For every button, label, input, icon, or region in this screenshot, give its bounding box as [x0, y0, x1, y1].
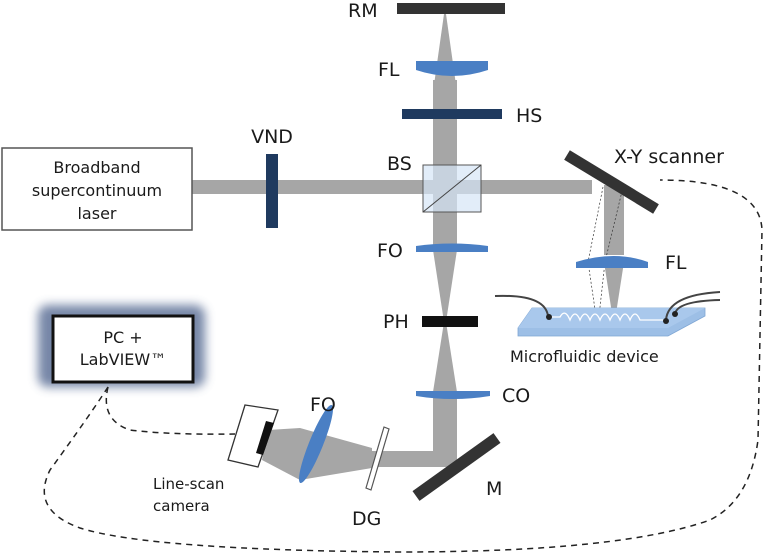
hs-label: HS	[516, 105, 542, 127]
cable-pc-camera	[105, 386, 236, 435]
beam-cone-rm	[433, 14, 457, 92]
laser-source: Broadband supercontinuum laser	[1, 147, 193, 231]
scan-line-left-lower	[587, 261, 597, 317]
pc-label-line1: PC +	[103, 328, 142, 347]
vnd-label: VND	[251, 126, 293, 148]
dg-label: DG	[352, 508, 381, 530]
line-scan-camera	[227, 404, 279, 468]
microfluidic-device	[494, 291, 721, 337]
bs-label: BS	[387, 153, 412, 175]
fl-right-label: FL	[665, 252, 687, 274]
cable-pc-scanner	[43, 179, 763, 553]
focusing-objective-bottom	[298, 404, 334, 484]
laser-label-line3: laser	[77, 204, 116, 223]
fl-top-label: FL	[378, 59, 400, 81]
focusing-lens-top	[416, 61, 488, 76]
laser-label-line1: Broadband	[53, 158, 140, 177]
beam-splitter	[422, 164, 482, 213]
laser-label-line2: supercontinuum	[32, 181, 162, 200]
m-label: M	[486, 478, 502, 500]
pc-labview: PC + LabVIEW™	[38, 305, 205, 387]
beam-vertical-co-m	[433, 392, 457, 460]
pc-box	[51, 314, 195, 384]
beam-cone-ph-co	[433, 322, 457, 392]
microfluidic-label: Microfluidic device	[510, 347, 659, 366]
scan-line-right-lower	[598, 261, 606, 317]
hs-filter	[402, 109, 502, 119]
focusing-objective-mid	[416, 243, 488, 252]
collimating-objective	[416, 391, 490, 399]
xy-scanner-label: X-Y scanner	[614, 146, 724, 168]
diffraction-grating	[365, 426, 390, 491]
laser-box	[1, 147, 193, 231]
rm-label: RM	[348, 0, 378, 22]
beam-horizontal-m-dg	[370, 451, 457, 467]
pinhole	[422, 316, 478, 327]
line-scan-label-1: Line-scan	[153, 475, 224, 493]
scan-line-left-upper	[587, 186, 604, 263]
beam-cone-fo-ph	[433, 250, 457, 322]
tubing-left	[494, 294, 549, 317]
scan-line-right-upper	[604, 186, 624, 263]
beam-horizontal-main	[192, 180, 592, 194]
vnd-filter	[266, 154, 278, 228]
microfluidic-channel	[550, 312, 664, 322]
pc-label-line2: LabVIEW™	[80, 350, 166, 369]
reference-mirror	[397, 3, 505, 14]
xy-scanner-mirror	[564, 150, 659, 214]
ph-label: PH	[383, 311, 409, 333]
fo-bottom-label: FO	[310, 394, 336, 416]
tubing-right-1	[665, 291, 721, 321]
line-scan-label-2: camera	[153, 497, 210, 515]
co-label: CO	[502, 385, 530, 407]
fold-mirror	[412, 433, 501, 501]
focusing-lens-right	[576, 256, 648, 268]
beam-cone-fl-device	[604, 262, 624, 320]
fo-mid-label: FO	[377, 240, 403, 262]
